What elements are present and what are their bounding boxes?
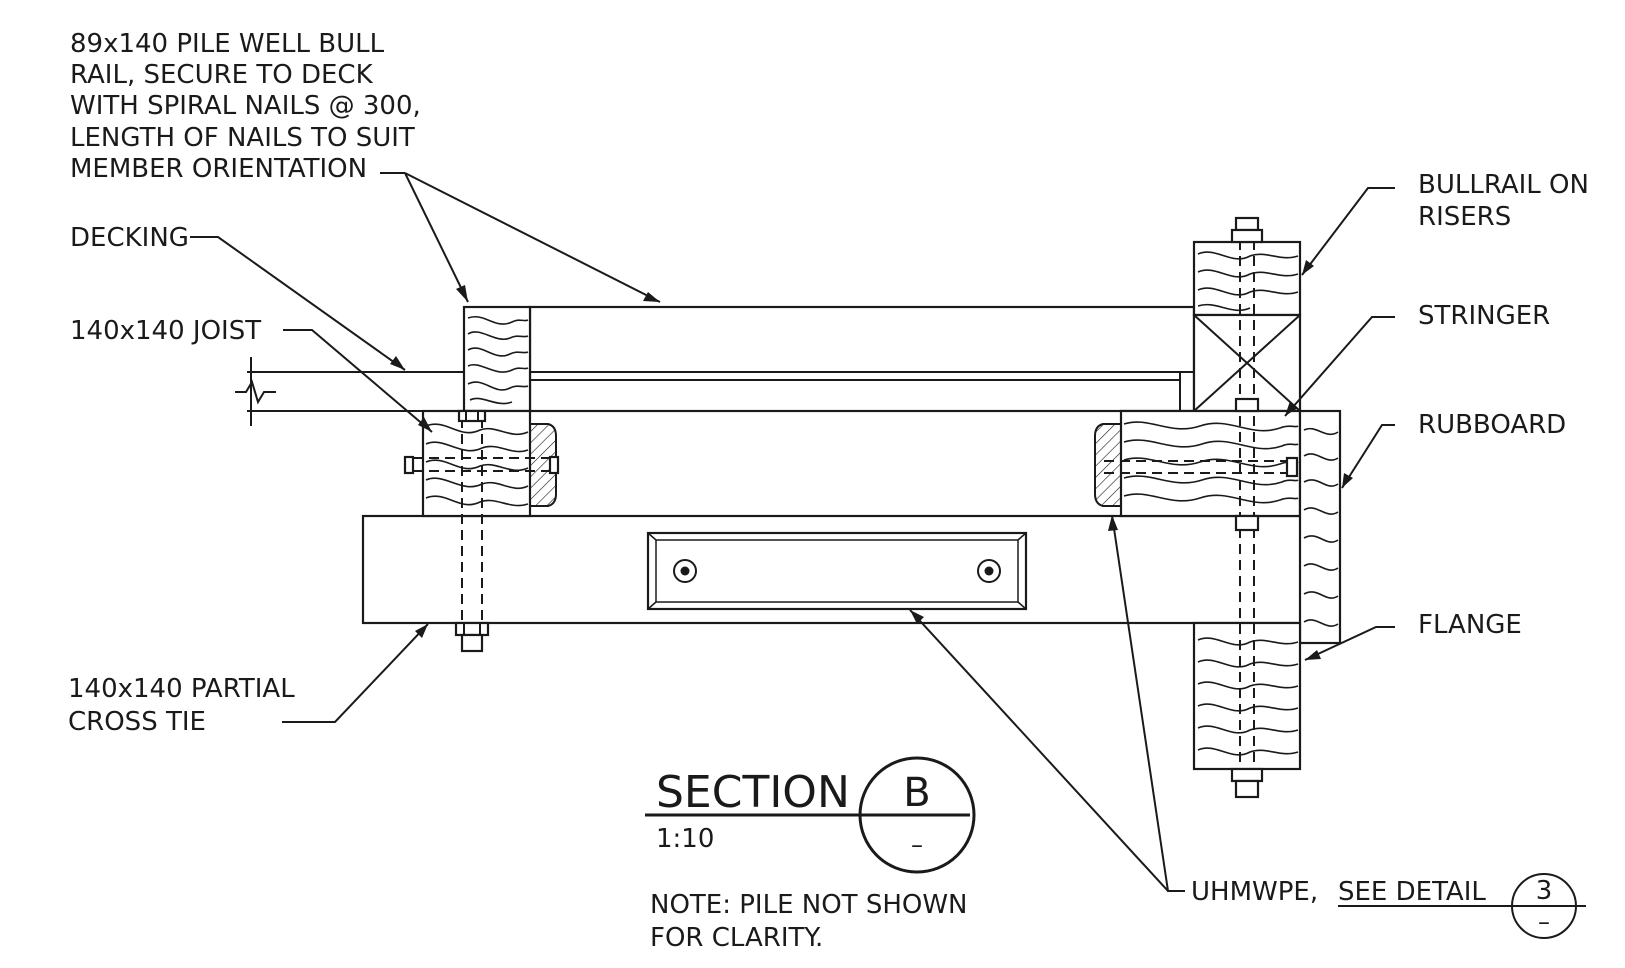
note-text: NOTE: PILE NOT SHOWN FOR CLARITY. [650, 890, 968, 953]
plate-bolt-right [977, 559, 1001, 583]
svg-text:MEMBER ORIENTATION: MEMBER ORIENTATION [70, 154, 367, 184]
svg-text:BULLRAIL ON: BULLRAIL ON [1418, 170, 1589, 200]
section-scale: 1:10 [656, 824, 714, 854]
right-uhmwpe-pad [1094, 423, 1122, 507]
cross-tie-label: 140x140 PARTIAL CROSS TIE [68, 674, 295, 737]
leader-lines [190, 172, 1395, 892]
left-joist-block [421, 409, 532, 518]
section-sheet: – [911, 831, 923, 859]
bullrail-on-risers-label: BULLRAIL ON RISERS [1418, 170, 1589, 232]
bull-rail-long [528, 305, 1196, 413]
svg-text:89x140 PILE WELL BULL: 89x140 PILE WELL BULL [70, 29, 385, 59]
svg-text:WITH SPIRAL NAILS @ 300,: WITH SPIRAL NAILS @ 300, [70, 91, 421, 121]
svg-text:UHMWPE,: UHMWPE, [1191, 877, 1318, 907]
plate-bolt-left [673, 559, 697, 583]
see-detail-label: SEE DETAIL [1338, 877, 1486, 907]
svg-text:140x140 PARTIAL: 140x140 PARTIAL [68, 674, 295, 704]
rubboard [1298, 409, 1342, 645]
structure [235, 216, 1342, 799]
svg-text:LENGTH OF NAILS TO SUIT: LENGTH OF NAILS TO SUIT [70, 123, 415, 153]
flange-block [1192, 621, 1302, 771]
section-bubble [858, 756, 976, 874]
left-bolt [403, 409, 560, 653]
left-bull-rail-block [462, 305, 532, 413]
section-letter: B [903, 770, 930, 816]
svg-text:RISERS: RISERS [1418, 202, 1511, 232]
right-stringer-block [1119, 409, 1302, 518]
section-word: SECTION [656, 767, 850, 818]
joist-label: 140x140 JOIST [70, 316, 261, 346]
detail-bubble [1511, 873, 1577, 939]
svg-text:NOTE: PILE NOT SHOWN: NOTE: PILE NOT SHOWN [650, 890, 968, 920]
uhmwpe-reference: UHMWPE, SEE DETAIL 3 – [1191, 873, 1586, 939]
left-uhmwpe-pad [529, 423, 557, 507]
stringer-label: STRINGER [1418, 301, 1550, 331]
rubboard-label: RUBBOARD [1418, 410, 1566, 440]
bull-rail-note: 89x140 PILE WELL BULL RAIL, SECURE TO DE… [70, 29, 421, 184]
right-riser-block [1192, 240, 1302, 413]
decking-label: DECKING [70, 223, 189, 253]
flange-label: FLANGE [1418, 610, 1522, 640]
detail-sheet: – [1538, 908, 1550, 936]
svg-text:RAIL, SECURE TO DECK: RAIL, SECURE TO DECK [70, 60, 374, 90]
detail-number: 3 [1536, 876, 1553, 906]
svg-text:FOR CLARITY.: FOR CLARITY. [650, 923, 823, 953]
right-bolt [1104, 216, 1299, 799]
svg-text:CROSS TIE: CROSS TIE [68, 707, 206, 737]
section-title: SECTION B – 1:10 [645, 756, 976, 874]
uhmwpe-plate [646, 531, 1028, 611]
